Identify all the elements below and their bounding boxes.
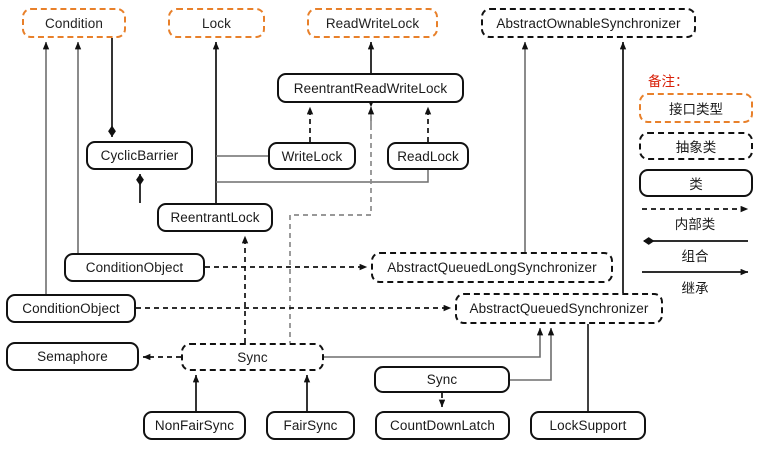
class-node-sync_left[interactable]: Sync <box>181 343 324 371</box>
class-node-label: ConditionObject <box>85 260 184 275</box>
class-node-label: ReadWriteLock <box>325 15 420 31</box>
class-node-label: NonFairSync <box>154 418 235 433</box>
legend-title: 备注： <box>648 74 689 90</box>
class-node-conditionobject2[interactable]: ConditionObject <box>6 294 136 323</box>
legend-swatch-class: 类 <box>639 169 753 197</box>
legend-label-inner-class: 内部类 <box>630 213 760 233</box>
class-node-readwritelock[interactable]: ReadWriteLock <box>307 8 438 38</box>
legend-inner-class-text: 内部类 <box>674 217 716 233</box>
class-node-label: Semaphore <box>37 349 108 364</box>
legend-swatch-class-label: 类 <box>689 177 703 193</box>
class-node-condition[interactable]: Condition <box>22 8 126 38</box>
class-node-label: FairSync <box>283 418 338 433</box>
class-node-reentrantlock[interactable]: ReentrantLock <box>157 203 273 232</box>
legend-label-inheritance: 继承 <box>630 277 760 297</box>
class-node-writelock[interactable]: WriteLock <box>268 142 356 170</box>
class-node-label: Lock <box>202 15 231 31</box>
class-node-cyclicbarrier[interactable]: CyclicBarrier <box>86 141 193 170</box>
legend-swatch-interface: 接口类型 <box>639 93 753 123</box>
class-node-label: Condition <box>45 15 103 31</box>
class-node-fairsync[interactable]: FairSync <box>266 411 355 440</box>
edge-readlock-lock <box>216 170 429 183</box>
legend-swatch-interface-label: 接口类型 <box>669 102 723 118</box>
legend-relation-glyphs <box>642 205 749 276</box>
class-node-label: ReadLock <box>397 148 459 164</box>
legend-label-composition: 组合 <box>630 245 760 265</box>
class-node-label: LockSupport <box>549 418 627 433</box>
edge-syncleft-aqs <box>324 327 544 358</box>
class-node-label: WriteLock <box>281 148 343 164</box>
class-node-rrwl[interactable]: ReentrantReadWriteLock <box>277 73 464 103</box>
class-node-locksupport[interactable]: LockSupport <box>530 411 646 440</box>
legend-swatch-abstract-label: 抽象类 <box>675 140 717 156</box>
class-node-sync_right[interactable]: Sync <box>374 366 510 393</box>
class-node-label: ReentrantLock <box>170 210 260 225</box>
class-node-semaphore[interactable]: Semaphore <box>6 342 139 371</box>
class-node-aqls[interactable]: AbstractQueuedLongSynchronizer <box>371 252 613 283</box>
class-node-label: Sync <box>426 372 458 387</box>
class-node-label: Sync <box>237 349 268 365</box>
class-node-conditionobject1[interactable]: ConditionObject <box>64 253 205 282</box>
legend-composition-text: 组合 <box>681 249 709 265</box>
class-node-readlock[interactable]: ReadLock <box>387 142 469 170</box>
class-node-label: CountDownLatch <box>390 418 495 433</box>
class-node-countdownlatch[interactable]: CountDownLatch <box>375 411 510 440</box>
edge-syncright-aqs <box>510 327 555 381</box>
legend-swatch-abstract: 抽象类 <box>639 132 753 160</box>
class-node-label: AbstractQueuedLongSynchronizer <box>387 260 597 275</box>
class-node-aqs[interactable]: AbstractQueuedSynchronizer <box>455 293 663 324</box>
class-node-nonfairsync[interactable]: NonFairSync <box>143 411 246 440</box>
class-node-aos[interactable]: AbstractOwnableSynchronizer <box>481 8 696 38</box>
class-node-label: CyclicBarrier <box>100 148 179 163</box>
class-node-lock[interactable]: Lock <box>168 8 265 38</box>
class-node-label: AbstractQueuedSynchronizer <box>469 301 649 316</box>
class-node-label: ConditionObject <box>22 301 120 316</box>
class-node-label: ReentrantReadWriteLock <box>293 80 448 96</box>
class-node-label: AbstractOwnableSynchronizer <box>496 15 681 31</box>
legend-inheritance-text: 继承 <box>681 281 709 297</box>
